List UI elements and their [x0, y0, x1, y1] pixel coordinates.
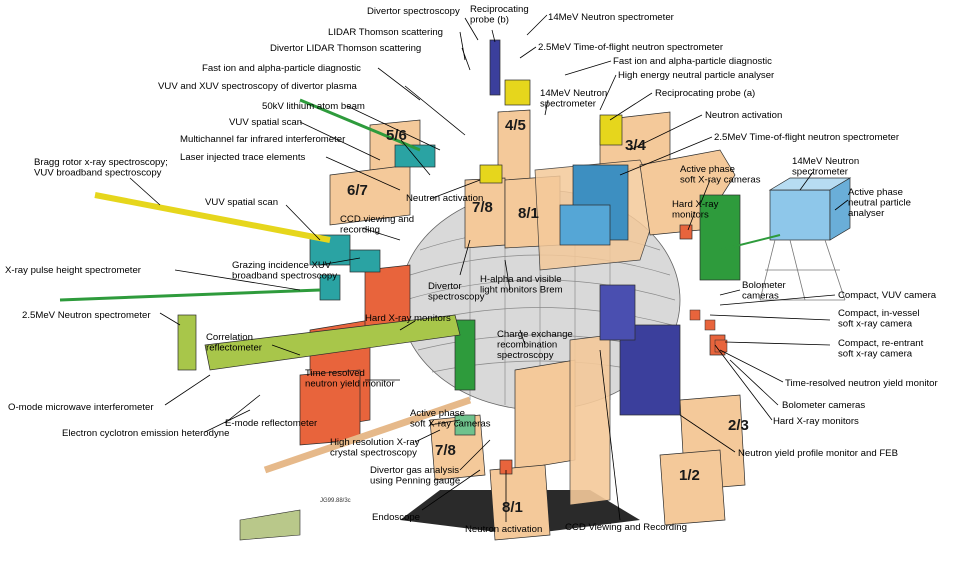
active-phase-sxr-box — [699, 194, 741, 281]
label-vuv-spatial-scan-top: VUV spatial scan — [229, 117, 302, 128]
octant-78-top: 7/8 — [472, 199, 493, 216]
lithium-beamline — [299, 98, 421, 152]
npa-stand — [759, 239, 846, 301]
port-front-pillar — [569, 334, 611, 506]
navy-upper-box — [599, 284, 636, 341]
xray-pulse-beamline — [59, 288, 321, 302]
label-tof-25mev-top: 2.5MeV Time-of-flight neutron spectromet… — [538, 42, 724, 53]
label-tof-25mev-mid: 2.5MeV Time-of-flight neutron spectromet… — [714, 132, 900, 143]
bragg-beamline — [94, 192, 331, 243]
label-lidar-thomson: LIDAR Thomson scattering — [328, 27, 443, 38]
label-neutron-activation-bottom: Neutron activation — [465, 524, 542, 535]
label-bolometer-cameras-bottom: Bolometer cameras — [782, 400, 865, 411]
npa-box — [769, 189, 831, 241]
label-laser-trace: Laser injected trace elements — [180, 152, 306, 163]
octant-labels: 5/6 4/5 3/4 6/7 7/8 8/1 7/8 8/1 2/3 1/2 — [347, 117, 749, 516]
label-neutron-activation-top: Neutron activation — [705, 110, 782, 121]
label-fast-ion-right: Fast ion and alpha-particle diagnostic — [613, 56, 772, 67]
hxr-monitor-small — [679, 224, 693, 240]
charge-exchange-box — [454, 319, 476, 391]
label-fast-ion-left: Fast ion and alpha-particle diagnostic — [202, 63, 361, 74]
reflectometer-bank — [204, 314, 461, 371]
port-bottom-center — [514, 359, 576, 471]
label-hendpa: High energy neutral particle analyser — [618, 70, 775, 81]
npa-box-side — [829, 177, 851, 241]
octant-81-bottom: 8/1 — [502, 499, 523, 516]
label-multichannel-fir: Multichannel far infrared interferometer — [180, 134, 346, 145]
label-o-mode: O-mode microwave interferometer — [8, 402, 154, 413]
label-ece-heterodyne: Electron cyclotron emission heterodyne — [62, 428, 229, 439]
xray-pulse-box — [319, 274, 341, 301]
neutron-activation-box — [479, 164, 503, 184]
octant-81-top: 8/1 — [518, 205, 539, 222]
octant-78-bottom: 7/8 — [435, 442, 456, 459]
compact-cameras — [689, 309, 728, 353]
port-12 — [659, 449, 726, 526]
label-25mev-neutron-spectrometer: 2.5MeV Neutron spectrometer — [22, 310, 151, 321]
octant-56: 5/6 — [386, 127, 407, 144]
grazing-xuv-box — [349, 249, 381, 273]
label-bragg-rotor: Bragg rotor x-ray spectroscopy;VUV broad… — [34, 157, 168, 179]
octant-23: 2/3 — [728, 417, 749, 434]
label-compact-vuv: Compact, VUV camera — [838, 290, 937, 301]
port-67 — [329, 164, 411, 226]
fir-interferometer-box — [394, 144, 436, 168]
label-neutron-yield-profile: Neutron yield profile monitor and FEB — [738, 448, 898, 459]
label-divertor-spectroscopy-top: Divertor spectroscopy — [367, 6, 460, 17]
label-xray-pulse-height: X-ray pulse height spectrometer — [5, 265, 142, 276]
leader-lines — [129, 14, 849, 522]
reciprocating-probe-b — [489, 39, 501, 96]
port-structures — [299, 109, 746, 541]
npa-beamline — [719, 234, 781, 251]
label-time-resolved-nym-right: Time-resolved neutron yield monitor — [785, 378, 938, 389]
port-81-bottom — [489, 464, 551, 541]
tof-spectrometer-lower — [559, 204, 611, 246]
label-divertor-lidar-thomson: Divertor LIDAR Thomson scattering — [270, 43, 421, 54]
label-reciprocating-probe-a: Reciprocating probe (a) — [655, 88, 755, 99]
octant-12: 1/2 — [679, 467, 700, 484]
ece-stand — [239, 509, 301, 541]
label-e-mode: E-mode reflectometer — [225, 418, 318, 429]
octant-34: 3/4 — [625, 137, 647, 154]
octant-45: 4/5 — [505, 117, 526, 134]
neutron-spec-25-box — [177, 314, 197, 371]
label-neutron-activation-mid: Neutron activation — [406, 193, 483, 204]
octant-67: 6/7 — [347, 182, 368, 199]
label-hxr-monitors-bottom: Hard X-ray monitors — [773, 416, 859, 427]
label-vuv-xuv-divertor: VUV and XUV spectroscopy of divertor pla… — [158, 81, 358, 92]
label-lithium-beam: 50kV lithium atom beam — [262, 101, 365, 112]
label-endoscope: Endoscope — [372, 512, 420, 523]
label-ccd-viewing-bottom: CCD Viewing and Recording — [565, 522, 687, 533]
xray-crystal-tube — [263, 396, 472, 474]
fast-ion-box — [504, 79, 531, 106]
drawing-code: JG99.88/3c — [320, 498, 351, 504]
label-vuv-spatial-scan-left: VUV spatial scan — [205, 197, 278, 208]
label-hxr-monitors-mid: Hard X-ray monitors — [365, 313, 451, 324]
label-14mev-neutron-spectrometer-top: 14MeV Neutron spectrometer — [548, 12, 675, 23]
diagnostic-hardware — [59, 39, 852, 541]
hendpa-box — [599, 114, 623, 146]
